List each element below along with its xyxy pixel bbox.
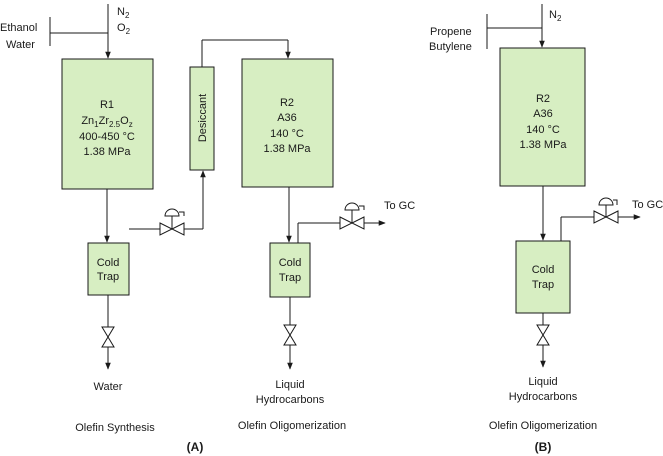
gas-n2-label-b: N2 [549,9,562,23]
reactor-r1 [61,58,154,190]
feed-label-propene: Propene [430,26,472,38]
r2-b-catalyst: A36 [533,108,553,120]
r2-b-name: R2 [536,93,550,105]
feed-label-ethanol: Ethanol [0,22,37,34]
r2-b-pressure: 1.38 MPa [519,139,567,151]
panel-label-b: (B) [535,440,552,454]
r1-temperature: 400-450 °C [79,131,135,143]
to-gc-label-a: To GC [384,200,415,212]
cold-trap-b-line1: Cold [532,264,555,276]
caption-olefin-synthesis: Olefin Synthesis [75,422,155,434]
reactor-r2-b [499,47,586,187]
cold-trap-b [515,240,571,314]
water-out-label: Water [94,381,123,393]
panel-label-a: (A) [187,440,204,454]
caption-olefin-oligomerization-b: Olefin Oligomerization [489,420,597,432]
r2-b-temperature: 140 °C [526,124,560,136]
drain-valve-1 [101,326,115,348]
desiccant-column [189,66,215,171]
back-pressure-valve-2 [339,202,365,230]
desiccant-label: Desiccant [197,94,209,142]
feed-label-water: Water [6,39,35,51]
r2-a-temperature: 140 °C [270,128,304,140]
cold-trap-b-line2: Trap [532,279,554,291]
gas-n2-label: N2 [117,6,130,20]
reactor-r2-a [241,58,334,188]
drain-valve-b [536,324,550,346]
r2-a-name: R2 [280,97,294,109]
feed-label-butylene: Butylene [429,41,472,53]
r1-pressure: 1.38 MPa [83,146,131,158]
r1-catalyst: Zn1Zr2.5Oz [81,115,132,129]
drain-valve-2 [283,324,297,346]
liquid-label-b-line1: Liquid [528,376,557,388]
cold-trap-1 [87,242,130,296]
liquid-label-a-line1: Liquid [275,379,304,391]
cold-trap-1-line1: Cold [97,257,120,269]
gas-o2-label: O2 [117,22,131,36]
r2-a-pressure: 1.38 MPa [263,143,311,155]
liquid-label-a-line2: Hydrocarbons [256,394,325,406]
cold-trap-2-line1: Cold [279,257,302,269]
r2-a-catalyst: A36 [277,112,297,124]
panel-b: Propene Butylene N2 R2 A36 140 °C 1.38 M… [429,4,663,454]
cold-trap-2-line2: Trap [279,272,301,284]
caption-olefin-oligomerization-a: Olefin Oligomerization [238,420,346,432]
cold-trap-2 [269,242,311,298]
liquid-label-b-line2: Hydrocarbons [509,391,578,403]
back-pressure-valve-1 [159,208,185,236]
r1-name: R1 [100,99,114,111]
back-pressure-valve-b [593,197,619,224]
cold-trap-1-line2: Trap [97,271,119,283]
to-gc-label-b: To GC [632,199,663,211]
panel-a: Ethanol Water N2 O2 R1 Zn1Zr2.5Oz 400-45… [0,4,415,454]
